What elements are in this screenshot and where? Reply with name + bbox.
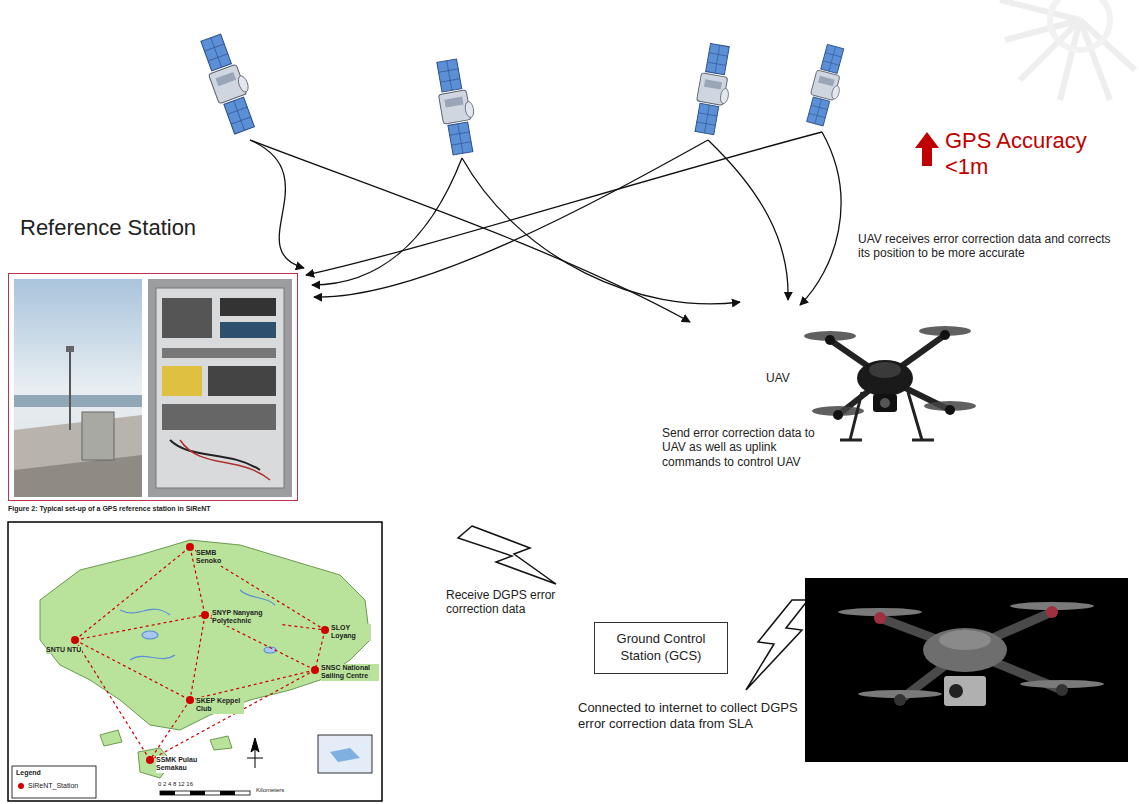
node-heading: Reference Station	[8, 215, 298, 241]
legend-text: SiReNT_Station	[28, 782, 78, 789]
wireless-link	[458, 526, 556, 584]
uav-label: UAV	[766, 371, 800, 385]
station-name: SNTU NTU	[46, 646, 82, 654]
sunburst	[1000, 0, 1135, 100]
signal-paths	[250, 132, 841, 322]
uav-drone	[804, 326, 976, 440]
legend-heading: Legend	[16, 769, 76, 777]
wireless-link	[746, 600, 808, 690]
photo-frame	[8, 273, 298, 501]
satellite	[691, 43, 736, 136]
drone-photo	[805, 578, 1128, 762]
legend-swatch	[18, 783, 24, 789]
station-name: SSMK Pulau Semakau	[156, 756, 208, 773]
station-name: SNYP Nanyang Polytechnic	[212, 609, 282, 626]
uplink-note: Send error correction data to UAV as wel…	[662, 426, 832, 469]
satellite	[433, 58, 481, 156]
station-name: SNSC National Sailing Centre	[321, 664, 379, 681]
satellite	[197, 31, 262, 135]
process-box: Ground Control Station (GCS)	[594, 622, 728, 674]
station-photos	[14, 279, 292, 497]
scale-numbers: 0 2 4 8 12 16	[158, 781, 258, 788]
station-name: SLOY Loyang	[331, 624, 371, 641]
satellite	[803, 44, 850, 128]
up-arrow	[915, 132, 939, 166]
gcs-note: Connected to internet to collect DGPS er…	[578, 700, 803, 731]
legend-entry: SiReNT_Station	[18, 782, 78, 789]
station-name: SEMB Senoko	[196, 549, 238, 566]
uav-note: UAV receives error correction data and c…	[858, 232, 1120, 261]
station-name: SKEP Keppel Club	[196, 697, 244, 714]
scale-unit: Kilometers	[256, 787, 306, 794]
figure-caption: Figure 2: Typical set-up of a GPS refere…	[8, 505, 298, 513]
node-text: Ground Control Station (GCS)	[601, 631, 721, 665]
singapore-map	[8, 522, 382, 801]
accuracy-note: GPS Accuracy <1m	[945, 128, 1095, 181]
receive-note: Receive DGPS error correction data	[446, 588, 581, 617]
reference-station: Reference Station	[8, 215, 298, 505]
